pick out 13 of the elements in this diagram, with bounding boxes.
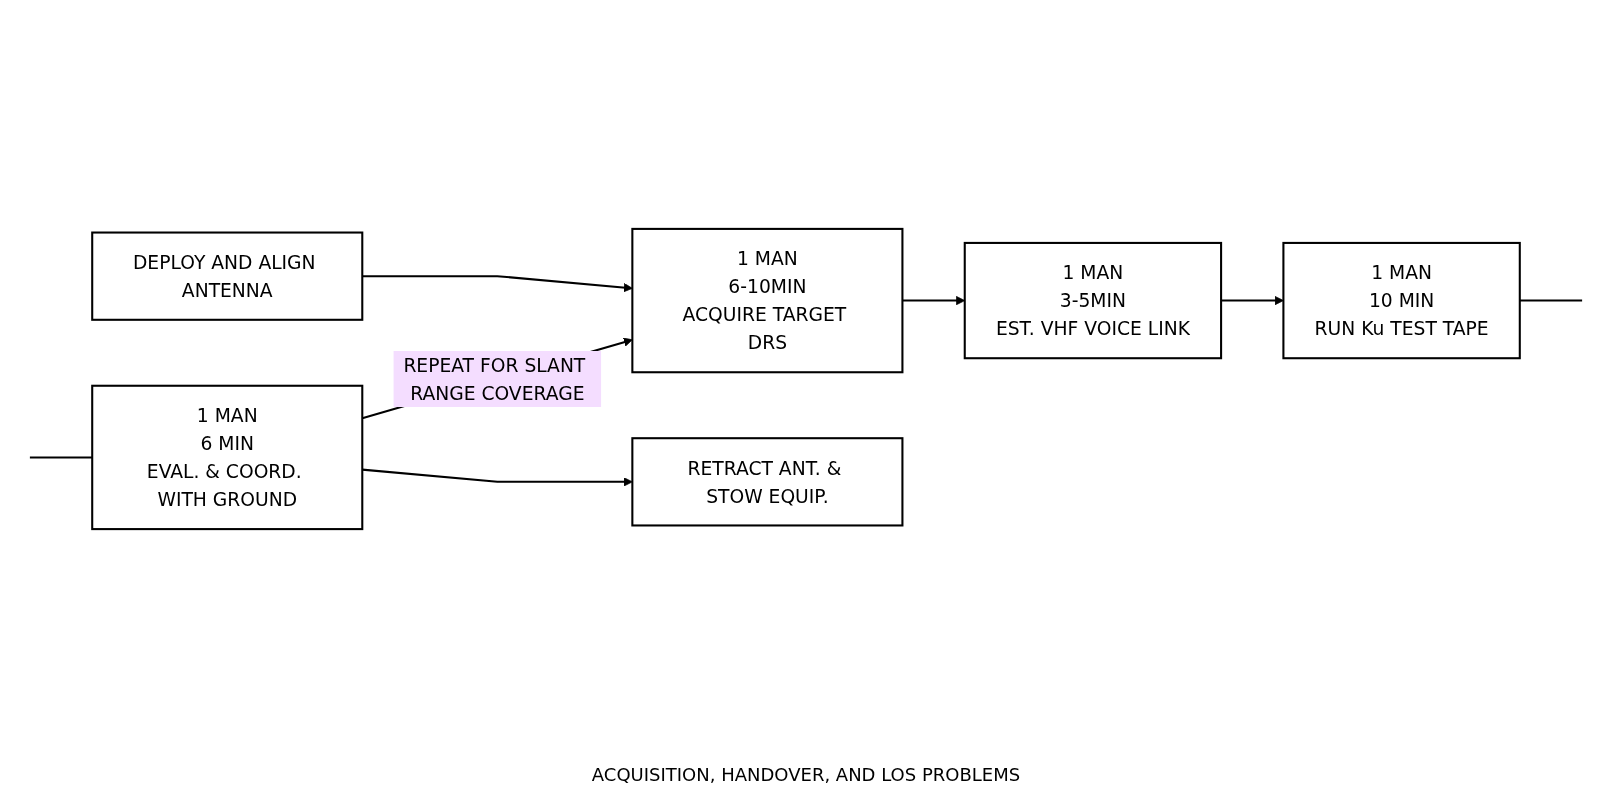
node-box: 1 MAN 3-5MIN EST. VHF VOICE LINK (963, 241, 1223, 360)
node-box: 1 MAN 10 MIN RUN Ku TEST TAPE (1282, 241, 1521, 360)
note-text: ACQUISITION, HANDOVER, AND LOS PROBLEMS (591, 764, 1021, 785)
node-box: DEPLOY AND ALIGN ANTENNA (91, 231, 364, 321)
arrow (1221, 296, 1284, 306)
node-box: 1 MAN 6 MIN EVAL. & COORD. WITH GROUND (91, 384, 364, 531)
connector (29, 456, 93, 459)
arrow (362, 468, 633, 487)
node-box: RETRACT ANT. & STOW EQUIP. (631, 437, 904, 527)
edge-label: REPEAT FOR SLANT RANGE COVERAGE (403, 354, 586, 404)
connector (1519, 299, 1583, 302)
node-box: 1 MAN 6-10MIN ACQUIRE TARGET DRS (631, 227, 904, 374)
arrow (362, 275, 633, 293)
